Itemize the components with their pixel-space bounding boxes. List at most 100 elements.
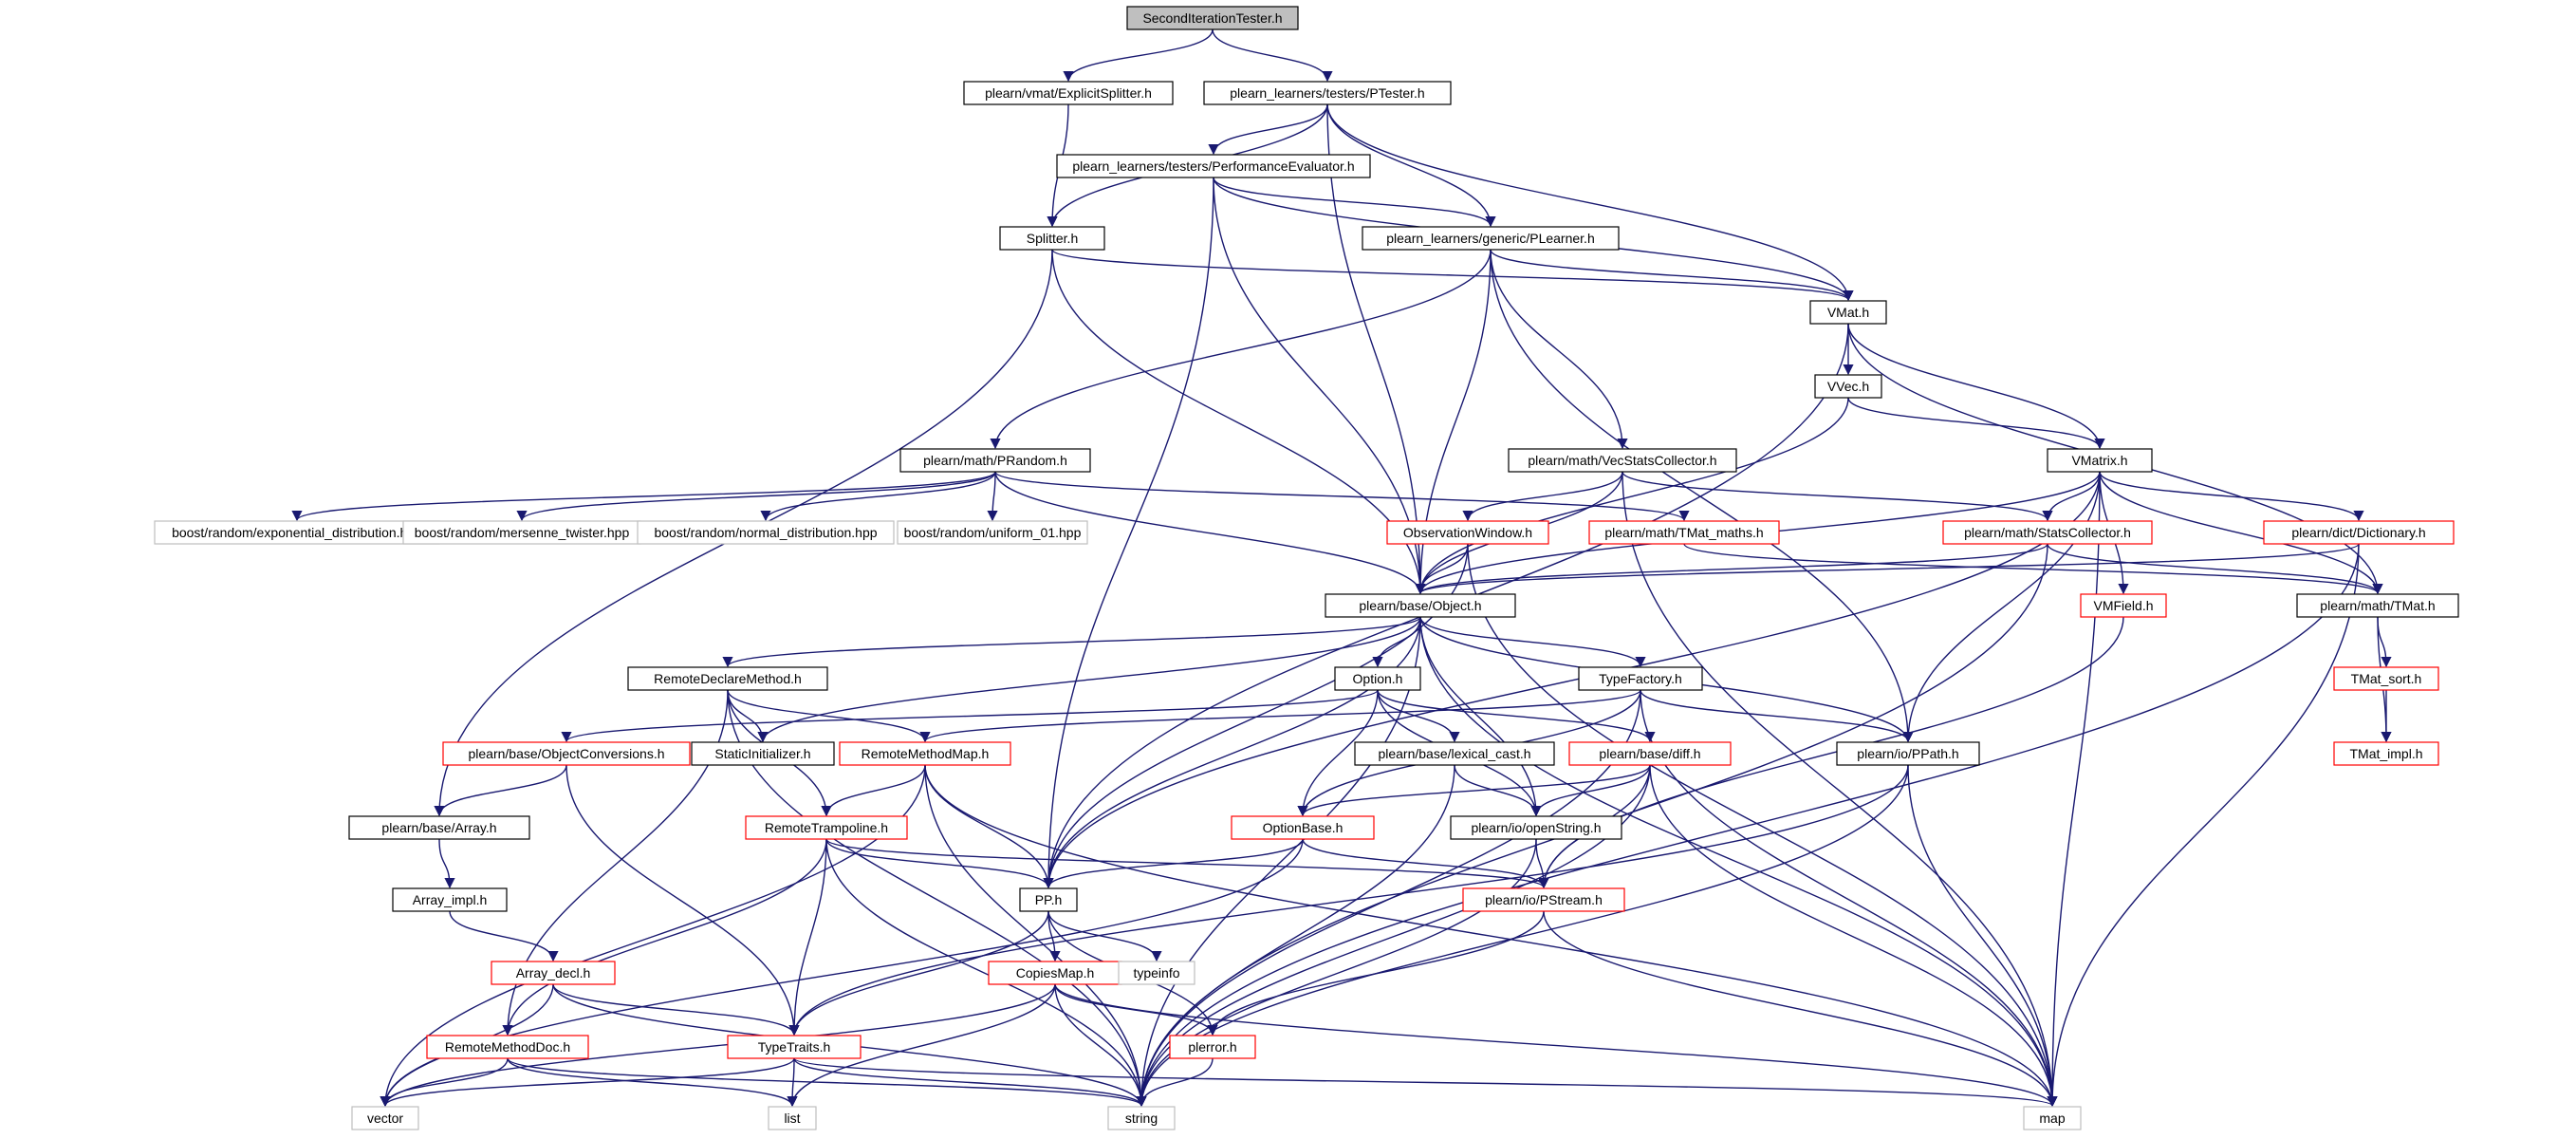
- node-explicitsplitter[interactable]: plearn/vmat/ExplicitSplitter.h: [963, 81, 1174, 105]
- node-boost_unif[interactable]: boost/random/uniform_01.hpp: [897, 520, 1088, 545]
- node-label: plearn/io/PPath.h: [1857, 746, 1958, 761]
- edge-plearner-to-prandom: [990, 249, 1492, 450]
- node-plerror[interactable]: plerror.h: [1169, 1035, 1256, 1059]
- edge-typetraits-to-string: [793, 1057, 1147, 1108]
- node-ppath[interactable]: plearn/io/PPath.h: [1836, 741, 1980, 766]
- edge-remotetramp-to-pp: [825, 838, 1054, 889]
- node-vvec[interactable]: VVec.h: [1814, 374, 1882, 399]
- node-label: plearn_learners/testers/PTester.h: [1230, 85, 1424, 101]
- edge-remotedoc-to-vector: [380, 1057, 509, 1108]
- edge-remotetramp-to-typetraits: [788, 838, 827, 1036]
- node-box: [999, 226, 1105, 251]
- edge-splitter-to-object: [1051, 249, 1426, 595]
- node-box: [402, 520, 641, 545]
- edge-root-to-ptester: [1212, 28, 1333, 83]
- edge-obswin-to-map: [1467, 543, 2058, 1108]
- node-option[interactable]: Option.h: [1334, 666, 1421, 691]
- node-list[interactable]: list: [768, 1106, 817, 1130]
- node-obswin[interactable]: ObservationWindow.h: [1386, 520, 1549, 545]
- node-arrayimpl[interactable]: Array_impl.h: [392, 887, 508, 912]
- node-typeinfo[interactable]: typeinfo: [1118, 961, 1195, 985]
- node-box: [1354, 741, 1555, 766]
- node-tmatmaths[interactable]: plearn/math/TMat_maths.h: [1588, 520, 1780, 545]
- edge-remotemm-to-remotetramp: [821, 764, 926, 817]
- edge-copiesmap-to-map: [1054, 983, 2058, 1108]
- edge-remotedoc-to-string: [507, 1057, 1147, 1108]
- node-perfeval[interactable]: plearn_learners/testers/PerformanceEvalu…: [1056, 154, 1371, 178]
- node-statscoll[interactable]: plearn/math/StatsCollector.h: [1942, 520, 2153, 545]
- node-label: plearn/math/PRandom.h: [923, 453, 1067, 468]
- node-pp[interactable]: PP.h: [1019, 887, 1078, 912]
- node-root[interactable]: SecondIterationTester.h: [1126, 6, 1299, 30]
- edge-vmat-to-vmatrix: [1847, 323, 2105, 450]
- edge-statscoll-to-tmat: [2047, 543, 2383, 595]
- node-vecstats[interactable]: plearn/math/VecStatsCollector.h: [1508, 448, 1737, 473]
- node-label: plearn/base/lexical_cast.h: [1378, 746, 1530, 761]
- node-label: plearn_learners/testers/PerformanceEvalu…: [1072, 159, 1354, 174]
- node-typefactory[interactable]: TypeFactory.h: [1578, 666, 1703, 691]
- node-dictionary[interactable]: plearn/dict/Dictionary.h: [2263, 520, 2455, 545]
- node-box: [1231, 815, 1375, 840]
- node-tmatimpl[interactable]: TMat_impl.h: [2333, 741, 2439, 766]
- edge-vecstats-to-statscoll: [1622, 471, 2053, 522]
- node-remotedecl[interactable]: RemoteDeclareMethod.h: [627, 666, 828, 691]
- node-boost_mt[interactable]: boost/random/mersenne_twister.hpp: [402, 520, 641, 545]
- node-remotetramp[interactable]: RemoteTrampoline.h: [745, 815, 908, 840]
- node-box: [1056, 154, 1371, 178]
- edge-object-to-openstring: [1419, 616, 1542, 817]
- node-map[interactable]: map: [2023, 1106, 2082, 1130]
- node-object[interactable]: plearn/base/Object.h: [1325, 593, 1516, 618]
- edge-perfeval-to-pp: [1043, 177, 1214, 889]
- node-splitter[interactable]: Splitter.h: [999, 226, 1105, 251]
- node-lexcast[interactable]: plearn/base/lexical_cast.h: [1354, 741, 1555, 766]
- node-vector[interactable]: vector: [351, 1106, 419, 1130]
- node-boost_exp[interactable]: boost/random/exponential_distribution.hp…: [154, 520, 440, 545]
- node-tmat[interactable]: plearn/math/TMat.h: [2296, 593, 2459, 618]
- node-vmat[interactable]: VMat.h: [1809, 300, 1887, 325]
- edge-remotemm-to-map: [924, 764, 2058, 1108]
- node-vmatrix[interactable]: VMatrix.h: [2047, 448, 2153, 473]
- edge-vecstats-to-map: [1622, 471, 2058, 1108]
- node-remotemm[interactable]: RemoteMethodMap.h: [839, 741, 1011, 766]
- node-openstring[interactable]: plearn/io/openString.h: [1450, 815, 1622, 840]
- node-pstream[interactable]: plearn/io/PStream.h: [1462, 887, 1625, 912]
- edge-pstream-to-map: [1543, 910, 2058, 1108]
- node-prandom[interactable]: plearn/math/PRandom.h: [899, 448, 1091, 473]
- node-box: [1334, 666, 1421, 691]
- node-box: [1450, 815, 1622, 840]
- edge-ptester-to-vmat: [1326, 103, 1854, 302]
- node-box: [899, 448, 1091, 473]
- node-box: [2023, 1106, 2082, 1130]
- node-plearner[interactable]: plearn_learners/generic/PLearner.h: [1362, 226, 1620, 251]
- node-diff[interactable]: plearn/base/diff.h: [1568, 741, 1732, 766]
- node-label: list: [784, 1111, 800, 1126]
- edge-pstream-to-plerror: [1207, 910, 1545, 1036]
- node-box: [1588, 520, 1780, 545]
- edge-diff-to-optionbase: [1297, 764, 1651, 817]
- node-arraydecl[interactable]: Array_decl.h: [491, 961, 616, 985]
- node-array[interactable]: plearn/base/Array.h: [348, 815, 530, 840]
- node-typetraits[interactable]: TypeTraits.h: [727, 1035, 862, 1059]
- node-optionbase[interactable]: OptionBase.h: [1231, 815, 1375, 840]
- edge-array-to-arrayimpl: [438, 838, 455, 889]
- node-remotedoc[interactable]: RemoteMethodDoc.h: [426, 1035, 589, 1059]
- node-ptester[interactable]: plearn_learners/testers/PTester.h: [1203, 81, 1452, 105]
- edge-obswin-to-object: [1415, 543, 1469, 595]
- node-label: plearn/math/StatsCollector.h: [1964, 525, 2131, 540]
- node-string[interactable]: string: [1107, 1106, 1176, 1130]
- node-box: [2263, 520, 2455, 545]
- node-vmfield[interactable]: VMField.h: [2080, 593, 2167, 618]
- node-objconv[interactable]: plearn/base/ObjectConversions.h: [442, 741, 691, 766]
- edge-splitter-to-vmat: [1051, 249, 1854, 302]
- edge-pp-to-typetraits: [788, 910, 1049, 1036]
- node-staticinit[interactable]: StaticInitializer.h: [691, 741, 835, 766]
- node-tmatsort[interactable]: TMat_sort.h: [2333, 666, 2439, 691]
- edge-arraydecl-to-typetraits: [552, 983, 800, 1036]
- node-box: [426, 1035, 589, 1059]
- node-box: [491, 961, 616, 985]
- node-label: Array_impl.h: [413, 892, 488, 907]
- node-boost_norm[interactable]: boost/random/normal_distribution.hpp: [637, 520, 895, 545]
- node-label: OptionBase.h: [1263, 820, 1344, 835]
- node-copiesmap[interactable]: CopiesMap.h: [988, 961, 1122, 985]
- node-label: TMat_impl.h: [2349, 746, 2422, 761]
